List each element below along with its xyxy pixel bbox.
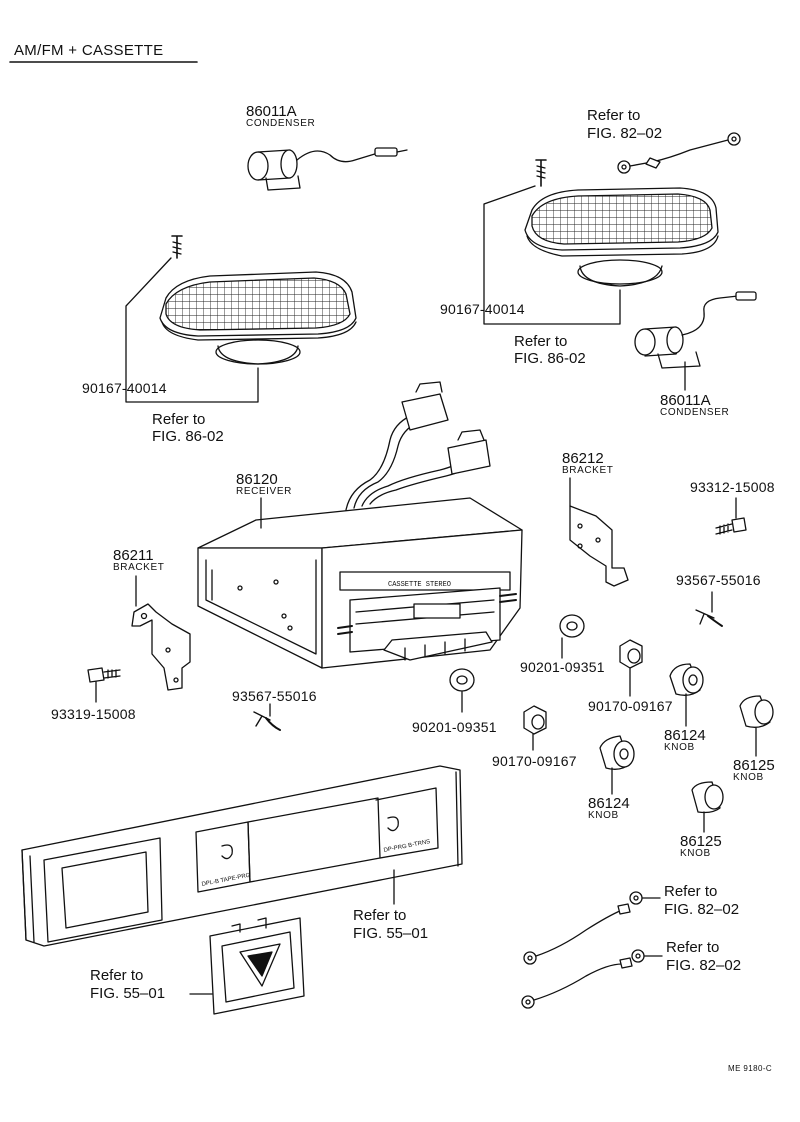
condenser-top-name: CONDENSER [246,118,316,129]
knob-124-upper-number: 86124 [664,727,706,744]
receiver-name: RECEIVER [236,486,292,497]
ref-82-top-line2: FIG. 82–02 [587,125,663,142]
speaker-left-drawing [126,236,356,402]
screw-right-number: 93567-55016 [676,572,761,588]
eject-button-drawing [190,918,304,1014]
screw-left-speaker-number: 90167-40014 [82,380,167,396]
ref-55-button-line1: Refer to [90,967,144,984]
ref-82-cable1-line2: FIG. 82–02 [664,901,740,918]
nut-lower-number: 90170-09167 [492,753,577,769]
bolt-left-number: 93319-15008 [51,706,136,722]
ref-55-button-line2: FIG. 55–01 [90,985,166,1002]
ref-82-cable2-line1: Refer to [666,939,720,956]
knob-124-lower-name: KNOB [588,810,619,821]
knob-125-lower-number: 86125 [680,833,722,850]
ref-82-cable2-line2: FIG. 82–02 [666,957,742,974]
bracket-left-drawing [132,576,190,690]
nut-upper-number: 90170-09167 [588,698,673,714]
ref-86-right-line1: Refer to [514,333,568,350]
condenser-right-drawing [635,292,756,390]
figure-code: ME 9180-C [728,1064,773,1073]
ref-86-left-line1: Refer to [152,411,206,428]
bracket-right-name: BRACKET [562,465,614,476]
front-panel-drawing: DPL-B TAPE-PRG DP-PRG B-TRNS [22,766,462,946]
washer-upper-number: 90201-09351 [520,659,605,675]
receiver-drawing: CASSETTE STEREO [198,382,522,668]
knob-125-upper-name: KNOB [733,772,764,783]
knob-124-upper-name: KNOB [664,742,695,753]
bracket-left-number: 86211 [113,547,154,564]
screw-center-number: 93567-55016 [232,688,317,704]
ref-86-left-line2: FIG. 86-02 [152,428,224,445]
ref-55-panel-line2: FIG. 55–01 [353,925,429,942]
bracket-left-name: BRACKET [113,562,165,573]
svg-text:CASSETTE STEREO: CASSETTE STEREO [388,581,451,589]
washer-lower-number: 90201-09351 [412,719,497,735]
page-title: AM/FM + CASSETTE [14,42,164,59]
knobs-drawing [600,664,773,832]
condenser-right-number: 86011A [660,392,711,409]
condenser-top-drawing [248,148,407,190]
ground-cables-bottom-drawing [522,892,662,1008]
bracket-right-drawing [570,478,628,586]
small-fasteners-drawing [88,498,746,730]
washers-nuts-drawing [450,615,642,750]
knob-125-lower-name: KNOB [680,848,711,859]
bracket-right-number: 86212 [562,450,604,467]
bolt-right-number: 93312-15008 [690,479,775,495]
screw-right-speaker-number: 90167-40014 [440,301,525,317]
receiver-number: 86120 [236,471,278,488]
condenser-right-name: CONDENSER [660,407,730,418]
condenser-top-number: 86011A [246,103,297,120]
ref-55-panel-line1: Refer to [353,907,407,924]
ref-86-right-line2: FIG. 86-02 [514,350,586,367]
ref-82-cable1-line1: Refer to [664,883,718,900]
ref-82-top-line1: Refer to [587,107,641,124]
speaker-right-drawing [484,160,718,324]
knob-124-lower-number: 86124 [588,795,630,812]
ground-cable-top-drawing [618,133,740,173]
knob-125-upper-number: 86125 [733,757,775,774]
